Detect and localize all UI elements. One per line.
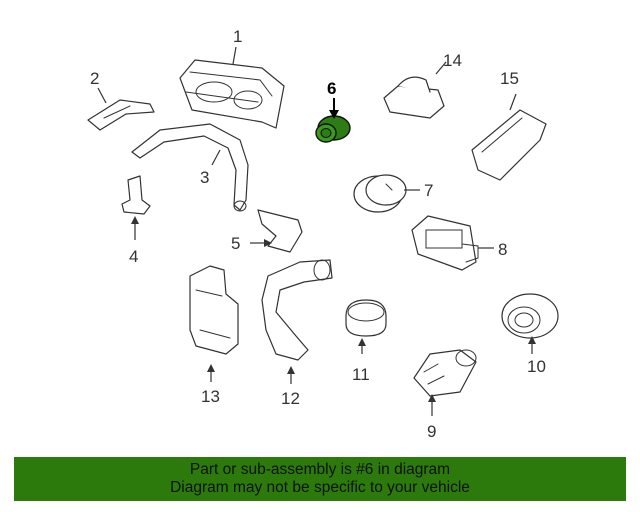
callout-8: 8 — [498, 240, 507, 259]
callout-7: 7 — [424, 181, 433, 200]
part-5-bracket[interactable] — [257, 209, 303, 253]
callout-4: 4 — [129, 247, 138, 266]
callout-14: 14 — [443, 51, 462, 70]
callout-12: 12 — [281, 389, 300, 408]
callout-6: 6 — [327, 79, 336, 98]
part-7-knob[interactable] — [353, 174, 407, 213]
part-10-speaker[interactable] — [501, 293, 559, 339]
part-9-socket[interactable] — [413, 349, 477, 397]
callout-5: 5 — [231, 234, 240, 253]
callout-3: 3 — [200, 168, 209, 187]
part-2-bracket[interactable] — [87, 99, 155, 131]
part-1-instrument-cluster[interactable] — [179, 59, 285, 129]
part-6-grommet[interactable] — [315, 115, 351, 143]
part-info-banner: Part or sub-assembly is #6 in diagram Di… — [14, 457, 626, 501]
callout-1: 1 — [233, 27, 242, 46]
part-12-duct-hose[interactable] — [261, 259, 333, 361]
callout-15: 15 — [500, 69, 519, 88]
banner-line-1: Part or sub-assembly is #6 in diagram — [189, 461, 451, 478]
part-14-sensor[interactable] — [383, 76, 445, 119]
part-11-cap[interactable] — [345, 299, 387, 337]
banner-line-2: Diagram may not be specific to your vehi… — [170, 479, 470, 496]
callout-9: 9 — [427, 422, 436, 441]
callout-11: 11 — [352, 365, 370, 384]
callout-10: 10 — [527, 357, 546, 376]
part-15-control-module[interactable] — [471, 109, 547, 181]
parts-diagram: 1 2 3 4 5 6 7 — [87, 27, 559, 441]
part-13-module[interactable] — [189, 265, 239, 355]
part-8-switch[interactable] — [411, 215, 479, 271]
part-4-clip[interactable] — [121, 175, 151, 215]
part-3-duct[interactable] — [131, 123, 249, 212]
callout-2: 2 — [90, 69, 99, 88]
callout-13: 13 — [201, 387, 220, 406]
